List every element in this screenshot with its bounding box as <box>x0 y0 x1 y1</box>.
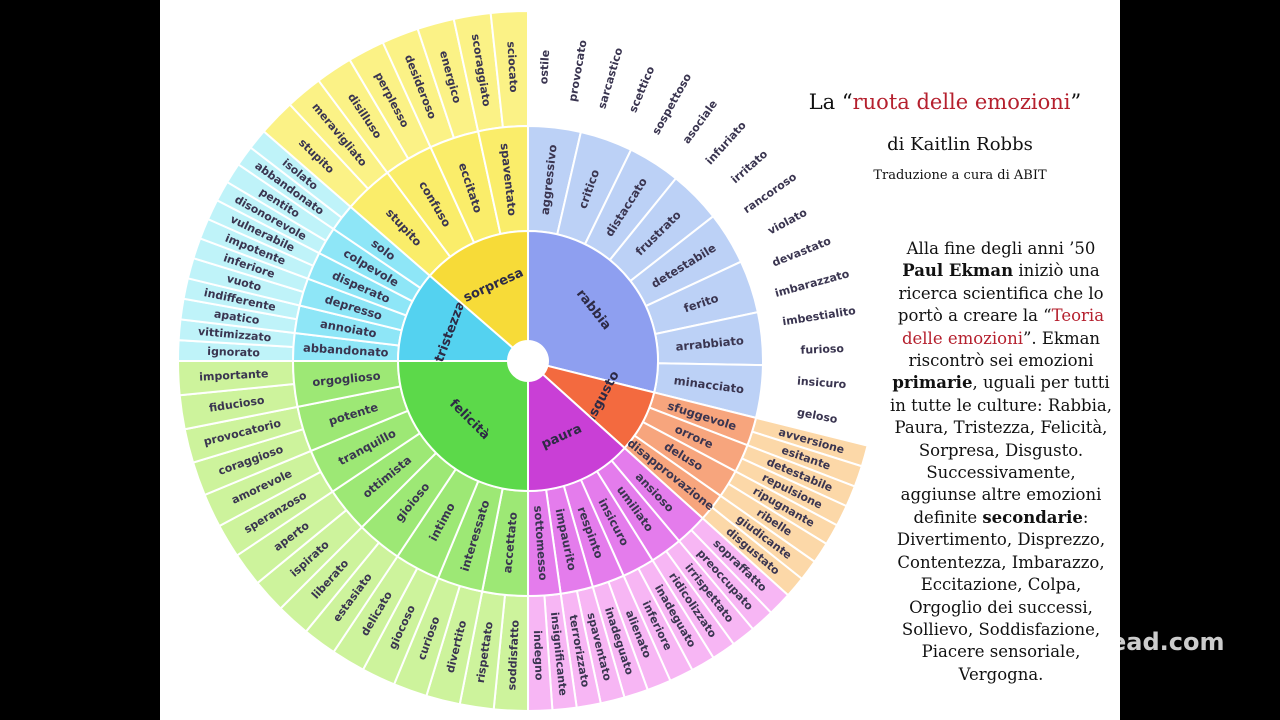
page-title: La “ruota delle emozioni” <box>780 90 1110 114</box>
mid-emotion-label: accettato <box>500 511 520 574</box>
outer-emotion-label: indegno <box>531 630 546 681</box>
description-part-5: : Divertimento, Disprezzo, Contentezza, … <box>896 507 1106 684</box>
author-line: di Kaitlin Robbs <box>887 134 1033 155</box>
mid-emotion-label: abbandonato <box>303 341 389 360</box>
ekman-name: Paul Ekman <box>902 261 1014 281</box>
description-part-4: , uguali per tutti in tutte le culture: … <box>890 373 1112 527</box>
outer-emotion-label: importante <box>199 367 269 383</box>
description-part-3: ”. Ekman riscontrò sei emozioni <box>908 328 1101 371</box>
mid-emotion-label: arrabbiato <box>675 333 745 354</box>
mid-emotion-label: orgoglioso <box>312 369 382 390</box>
theory-name: Teoria delle emozioni <box>901 306 1105 348</box>
description-part-2: iniziò una ricerca scientifica che lo po… <box>897 261 1104 326</box>
description-part-1: Alla fine degli anni ’50 <box>906 239 1096 258</box>
title-highlight: ruota delle emozioni <box>852 90 1071 114</box>
secondary-term: secondarie <box>982 507 1083 527</box>
outer-emotion-label: sciocato <box>504 41 520 93</box>
outer-emotion-label: ignorato <box>207 345 261 360</box>
wheel-sector-paura: sopraffattopreoccupatoirrispettatoridico… <box>527 372 790 713</box>
outer-emotion-label: furioso <box>800 342 844 357</box>
watermark-text: ead.com <box>1110 628 1225 656</box>
wheel-sector-disgusto: avversioneesitantedetestabilerepulsioner… <box>541 364 869 597</box>
wheel-sector-sorpresa: stupitomeravigliatodisillusoperplessodes… <box>262 9 529 350</box>
outer-emotion-label: soddisfatto <box>505 619 521 690</box>
wheel-sector-tristezza: ignoratovittimizzatoapaticoindifferentev… <box>176 129 515 364</box>
mid-emotion-label: sottomesso <box>531 505 550 581</box>
wheel-sector-felicità: soddisfattorispettatodivertitocuriosogio… <box>176 360 529 713</box>
outer-emotion-label: ostile <box>537 49 552 84</box>
translation-credit: Traduzione a cura di ABIT <box>873 168 1047 183</box>
primary-term: primarie <box>892 373 973 393</box>
title-prefix: La “ <box>808 90 853 114</box>
title-suffix: ” <box>1070 90 1082 114</box>
wheel-center <box>508 341 548 381</box>
outer-emotion-label: insicuro <box>797 375 848 392</box>
